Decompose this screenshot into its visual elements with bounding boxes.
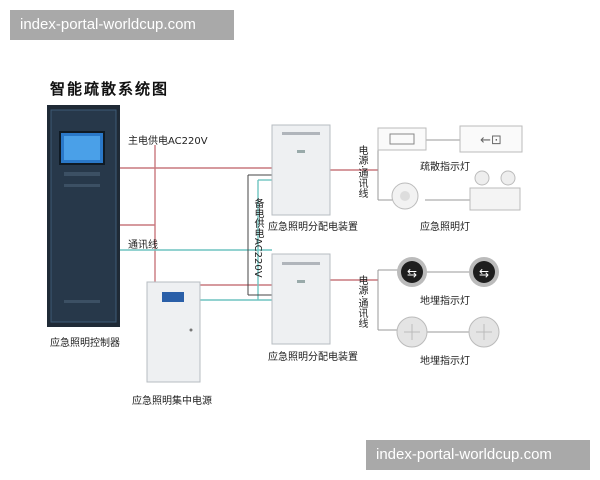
controller-label: 应急照明控制器	[50, 338, 120, 349]
evacuation-sign-small	[377, 127, 427, 151]
svg-text:⇆: ⇆	[407, 266, 417, 280]
watermark-bottom: index-portal-worldcup.com	[366, 440, 590, 470]
central-power-label: 应急照明集中电源	[132, 396, 212, 407]
backup-lines	[247, 174, 272, 296]
emergency-light-round	[391, 182, 419, 210]
power-comm-label-upper: 电源·通讯线	[356, 145, 367, 199]
comm-line-label: 通讯线	[128, 240, 158, 251]
evacuation-sign-large: ←⊡	[459, 125, 523, 153]
distribution-box-lower	[271, 253, 331, 345]
svg-text:←⊡: ←⊡	[480, 133, 502, 148]
distribution-box-upper	[271, 124, 331, 216]
floor-sign-plain-1	[396, 316, 428, 348]
controller-cabinet	[47, 105, 120, 327]
main-power-label: 主电供电AC220V	[128, 136, 208, 147]
power-comm-label-lower: 电源·通讯线	[356, 275, 367, 329]
svg-text:⇆: ⇆	[479, 266, 489, 280]
watermark-top: index-portal-worldcup.com	[10, 10, 234, 40]
comm-lines	[120, 179, 272, 301]
dist-box-label-lower: 应急照明分配电装置	[268, 352, 358, 363]
branch-lines	[377, 139, 470, 333]
diagram-title: 智能疏散系统图	[50, 80, 170, 98]
floor-sign-plain-2	[468, 316, 500, 348]
emergency-light-label: 应急照明灯	[420, 222, 470, 233]
floor-sign-arrow-2: ⇆	[469, 257, 499, 287]
central-power-cabinet	[146, 281, 201, 383]
floor-sign-label-2: 地埋指示灯	[420, 356, 470, 367]
dist-box-label-upper: 应急照明分配电装置	[268, 222, 358, 233]
evac-sign-label: 疏散指示灯	[420, 162, 470, 173]
backup-power-label: 备电供电AC220V	[252, 198, 263, 278]
floor-sign-arrow-1: ⇆	[397, 257, 427, 287]
main-power-lines	[120, 145, 378, 290]
floor-sign-label-1: 地埋指示灯	[420, 296, 470, 307]
emergency-light-twin	[469, 170, 521, 211]
